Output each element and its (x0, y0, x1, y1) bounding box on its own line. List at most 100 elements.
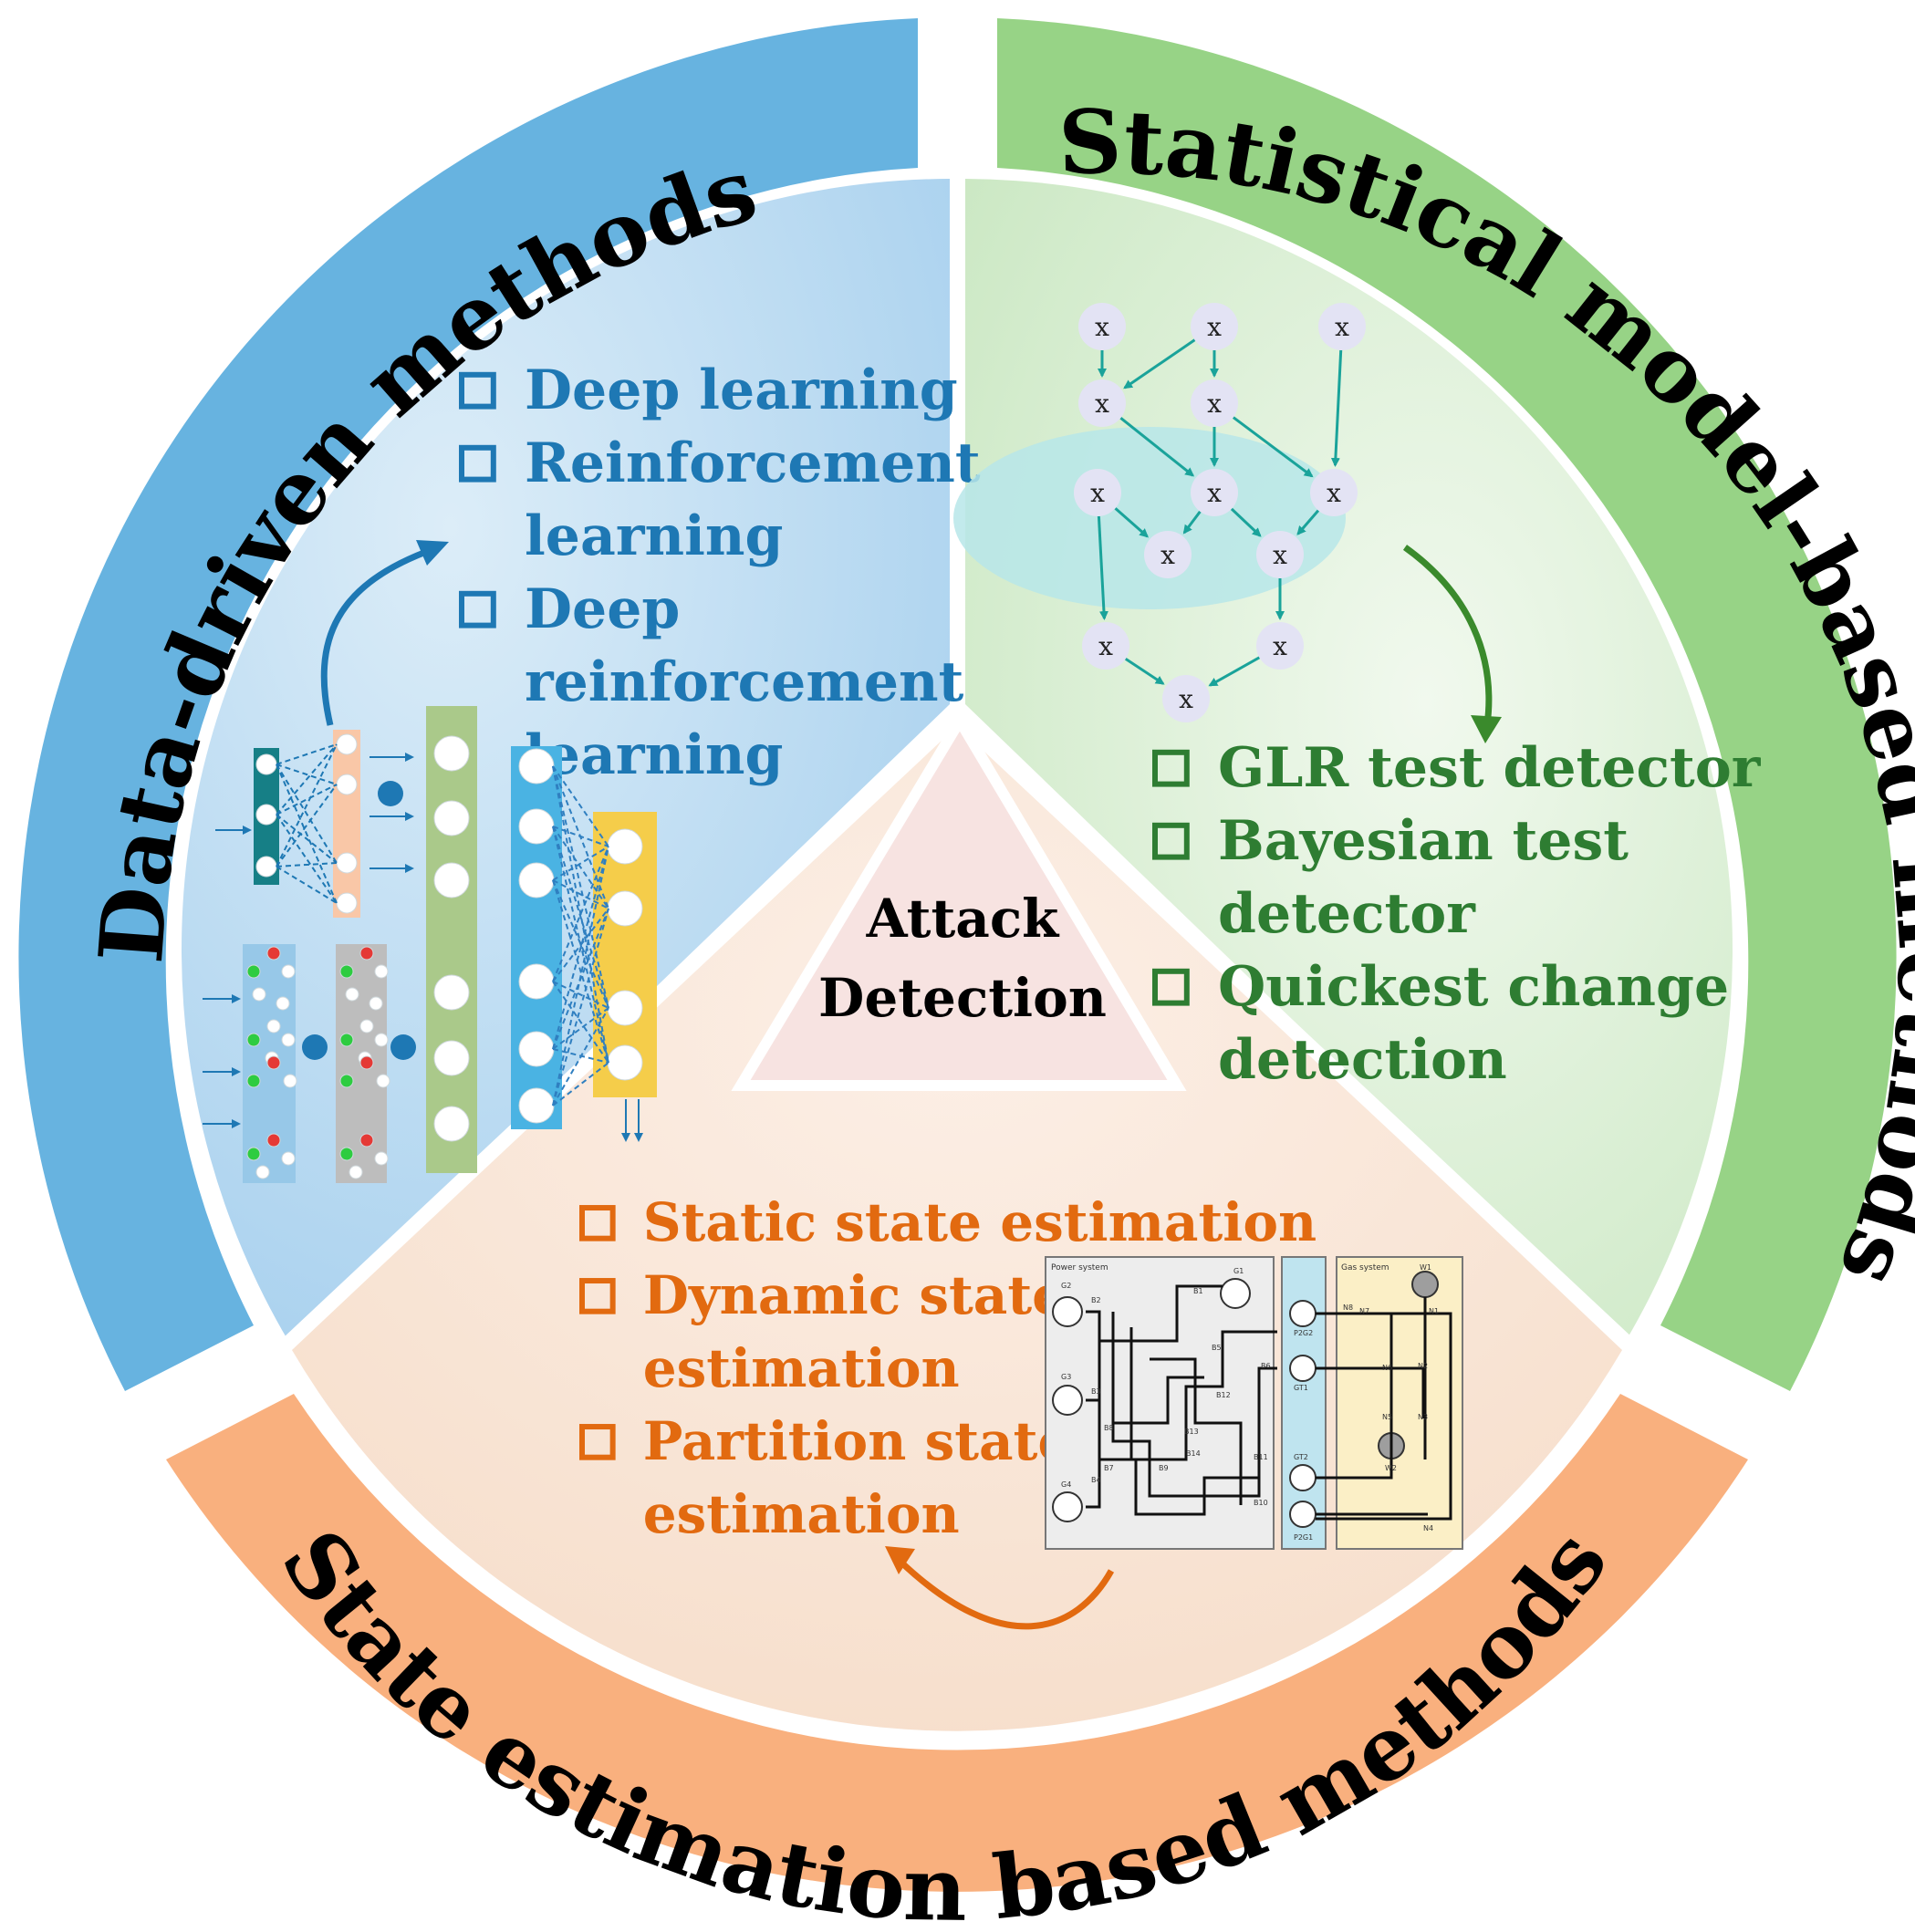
grid-label: N1 (1429, 1307, 1439, 1315)
grid-label: G1 (1233, 1267, 1244, 1275)
grid-label: P2G1 (1294, 1533, 1313, 1542)
graph-node-label: x (1098, 631, 1113, 661)
neuron (518, 1031, 555, 1067)
converter-icon (1289, 1300, 1317, 1327)
grid-label: B7 (1104, 1464, 1114, 1472)
grid-label: G3 (1061, 1373, 1071, 1381)
neuron (283, 1074, 297, 1088)
converter-panel (1281, 1256, 1327, 1550)
neuron (518, 808, 555, 845)
list-item-text: Static state estimation (643, 1191, 1317, 1253)
graph-edge (1114, 507, 1150, 538)
graph-edge (1119, 417, 1195, 477)
grid-label: B4 (1091, 1476, 1101, 1484)
list-item-text: Deep learning (525, 358, 958, 422)
grid-line (1111, 1312, 1277, 1498)
neuron (255, 1165, 270, 1179)
grid-label: P2G2 (1294, 1329, 1313, 1337)
grid-label: N3 (1418, 1413, 1428, 1421)
connection (276, 763, 338, 904)
connection (552, 826, 609, 847)
checkbox-icon (1152, 822, 1190, 860)
graph-node (1078, 379, 1126, 427)
grid-label: B13 (1184, 1428, 1199, 1436)
graph-node-label: x (1273, 540, 1287, 570)
neuron (336, 892, 358, 914)
neuron (246, 964, 261, 979)
neuron (246, 1147, 261, 1161)
neuron (607, 990, 643, 1026)
graph-edge (1097, 515, 1108, 621)
list-item-text: learning (525, 504, 783, 568)
grid-line (1316, 1312, 1452, 1521)
grid-label: W1 (1420, 1263, 1431, 1272)
connection (276, 784, 338, 867)
neuron (374, 964, 389, 979)
graph-node-label: x (1095, 312, 1109, 342)
grid-line (1086, 1284, 1223, 1343)
connection (276, 743, 338, 815)
neuron (433, 800, 470, 836)
neuron (359, 946, 374, 961)
connection (552, 879, 609, 1009)
grid-line (1316, 1314, 1393, 1480)
list-item-text: Deep (525, 577, 680, 641)
gauge-icon (378, 781, 403, 806)
connection (552, 846, 609, 1106)
connection (276, 784, 338, 815)
neuron (266, 1055, 281, 1070)
neuron (433, 974, 470, 1011)
grid-label: GT1 (1294, 1384, 1308, 1392)
arrow-state-estimation-head (885, 1546, 915, 1574)
checkbox-icon (579, 1278, 616, 1314)
neuron (359, 1133, 374, 1148)
graph-node-label: x (1207, 312, 1222, 342)
generator-icon (1220, 1278, 1251, 1309)
graph-edge (1124, 658, 1165, 685)
generator-icon (1052, 1385, 1083, 1416)
graph-node (1256, 531, 1304, 578)
list-item-text: Reinforcement (525, 431, 981, 495)
neuron (433, 735, 470, 772)
grid-label: B9 (1159, 1464, 1169, 1472)
connection (552, 1062, 609, 1106)
connection (552, 879, 609, 909)
list-item-text: estimation (643, 1337, 960, 1399)
neuron (276, 996, 290, 1011)
neuron (359, 1019, 374, 1034)
neuron (255, 804, 277, 826)
neuron (359, 1055, 374, 1070)
checkbox-icon (579, 1424, 616, 1460)
center-line1: Attack (866, 888, 1060, 950)
grid-label: B1 (1193, 1287, 1203, 1295)
connection (276, 743, 338, 765)
graph-edge (1123, 338, 1196, 390)
neuron (339, 1033, 354, 1047)
grid-label: N4 (1423, 1524, 1433, 1532)
graph-edge (1208, 656, 1261, 687)
grid-label: B6 (1261, 1362, 1271, 1370)
neuron (607, 828, 643, 865)
neuron (255, 753, 277, 775)
neuron (336, 733, 358, 755)
grid-line (1150, 1357, 1243, 1505)
gas-system-panel (1336, 1256, 1463, 1550)
gas-well-icon (1411, 1271, 1439, 1298)
neuron (336, 852, 358, 874)
neuron (433, 1040, 470, 1076)
list-item-text: learning (525, 723, 783, 787)
graph-edge (1330, 349, 1343, 468)
graph-node (1318, 303, 1366, 350)
neuron (339, 1147, 354, 1161)
graph-highlight-ellipse (953, 427, 1346, 609)
graph-edges (1097, 338, 1343, 687)
grid-label: N8 (1343, 1304, 1353, 1312)
graph-node (1162, 675, 1210, 722)
list-item-text: estimation (643, 1483, 960, 1545)
arrow-data-driven (320, 545, 435, 726)
neuron (518, 1087, 555, 1124)
converter-icon (1289, 1464, 1317, 1491)
